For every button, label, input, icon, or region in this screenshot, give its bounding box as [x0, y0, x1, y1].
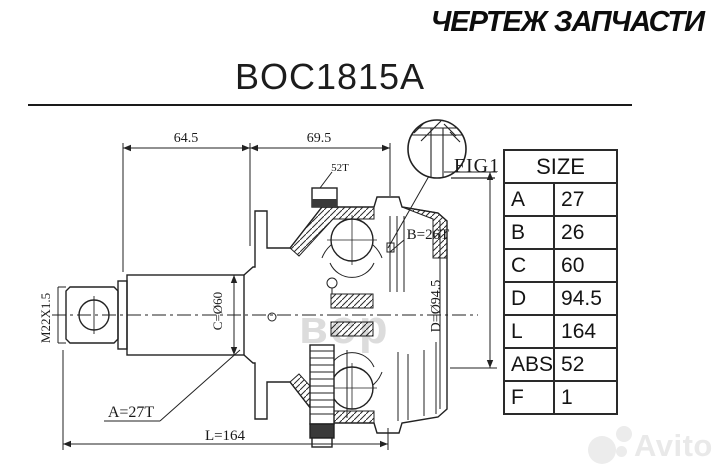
abs-teeth-label: 52T: [331, 162, 349, 174]
thread-label: M22X1.5: [38, 293, 53, 343]
abs-ring: [309, 344, 335, 448]
length-label: L=164: [205, 428, 246, 444]
table-header-row: SIZE: [502, 149, 619, 184]
spline-a-label: A=27T: [108, 404, 155, 421]
avito-watermark: Avito: [586, 424, 720, 466]
header-divider: [28, 104, 632, 106]
dim-69-5-label: 69.5: [307, 131, 332, 146]
spline-shaft: [126, 274, 245, 356]
fig1-label: FIG1: [454, 155, 500, 177]
dimension-lines: [62, 143, 497, 450]
spline-b-label: B=26T: [407, 227, 450, 243]
part-number: BOC1815A: [234, 56, 426, 97]
threaded-end: [65, 286, 119, 344]
fig1-detail: [387, 119, 495, 249]
housing-profile: [243, 196, 448, 434]
avito-watermark-text: Avito: [634, 428, 713, 463]
diameter-d-label: D=Ø94.5: [429, 280, 444, 333]
dim-64-5-label: 64.5: [174, 131, 199, 146]
bcp-watermark: вср: [299, 300, 391, 353]
avito-logo-icon: [588, 436, 616, 464]
diameter-c-label: C=Ø60: [210, 292, 225, 330]
size-table-title: SIZE: [502, 149, 619, 184]
page-title: ЧЕРТЕЖ ЗАПЧАСТИ: [430, 6, 705, 38]
